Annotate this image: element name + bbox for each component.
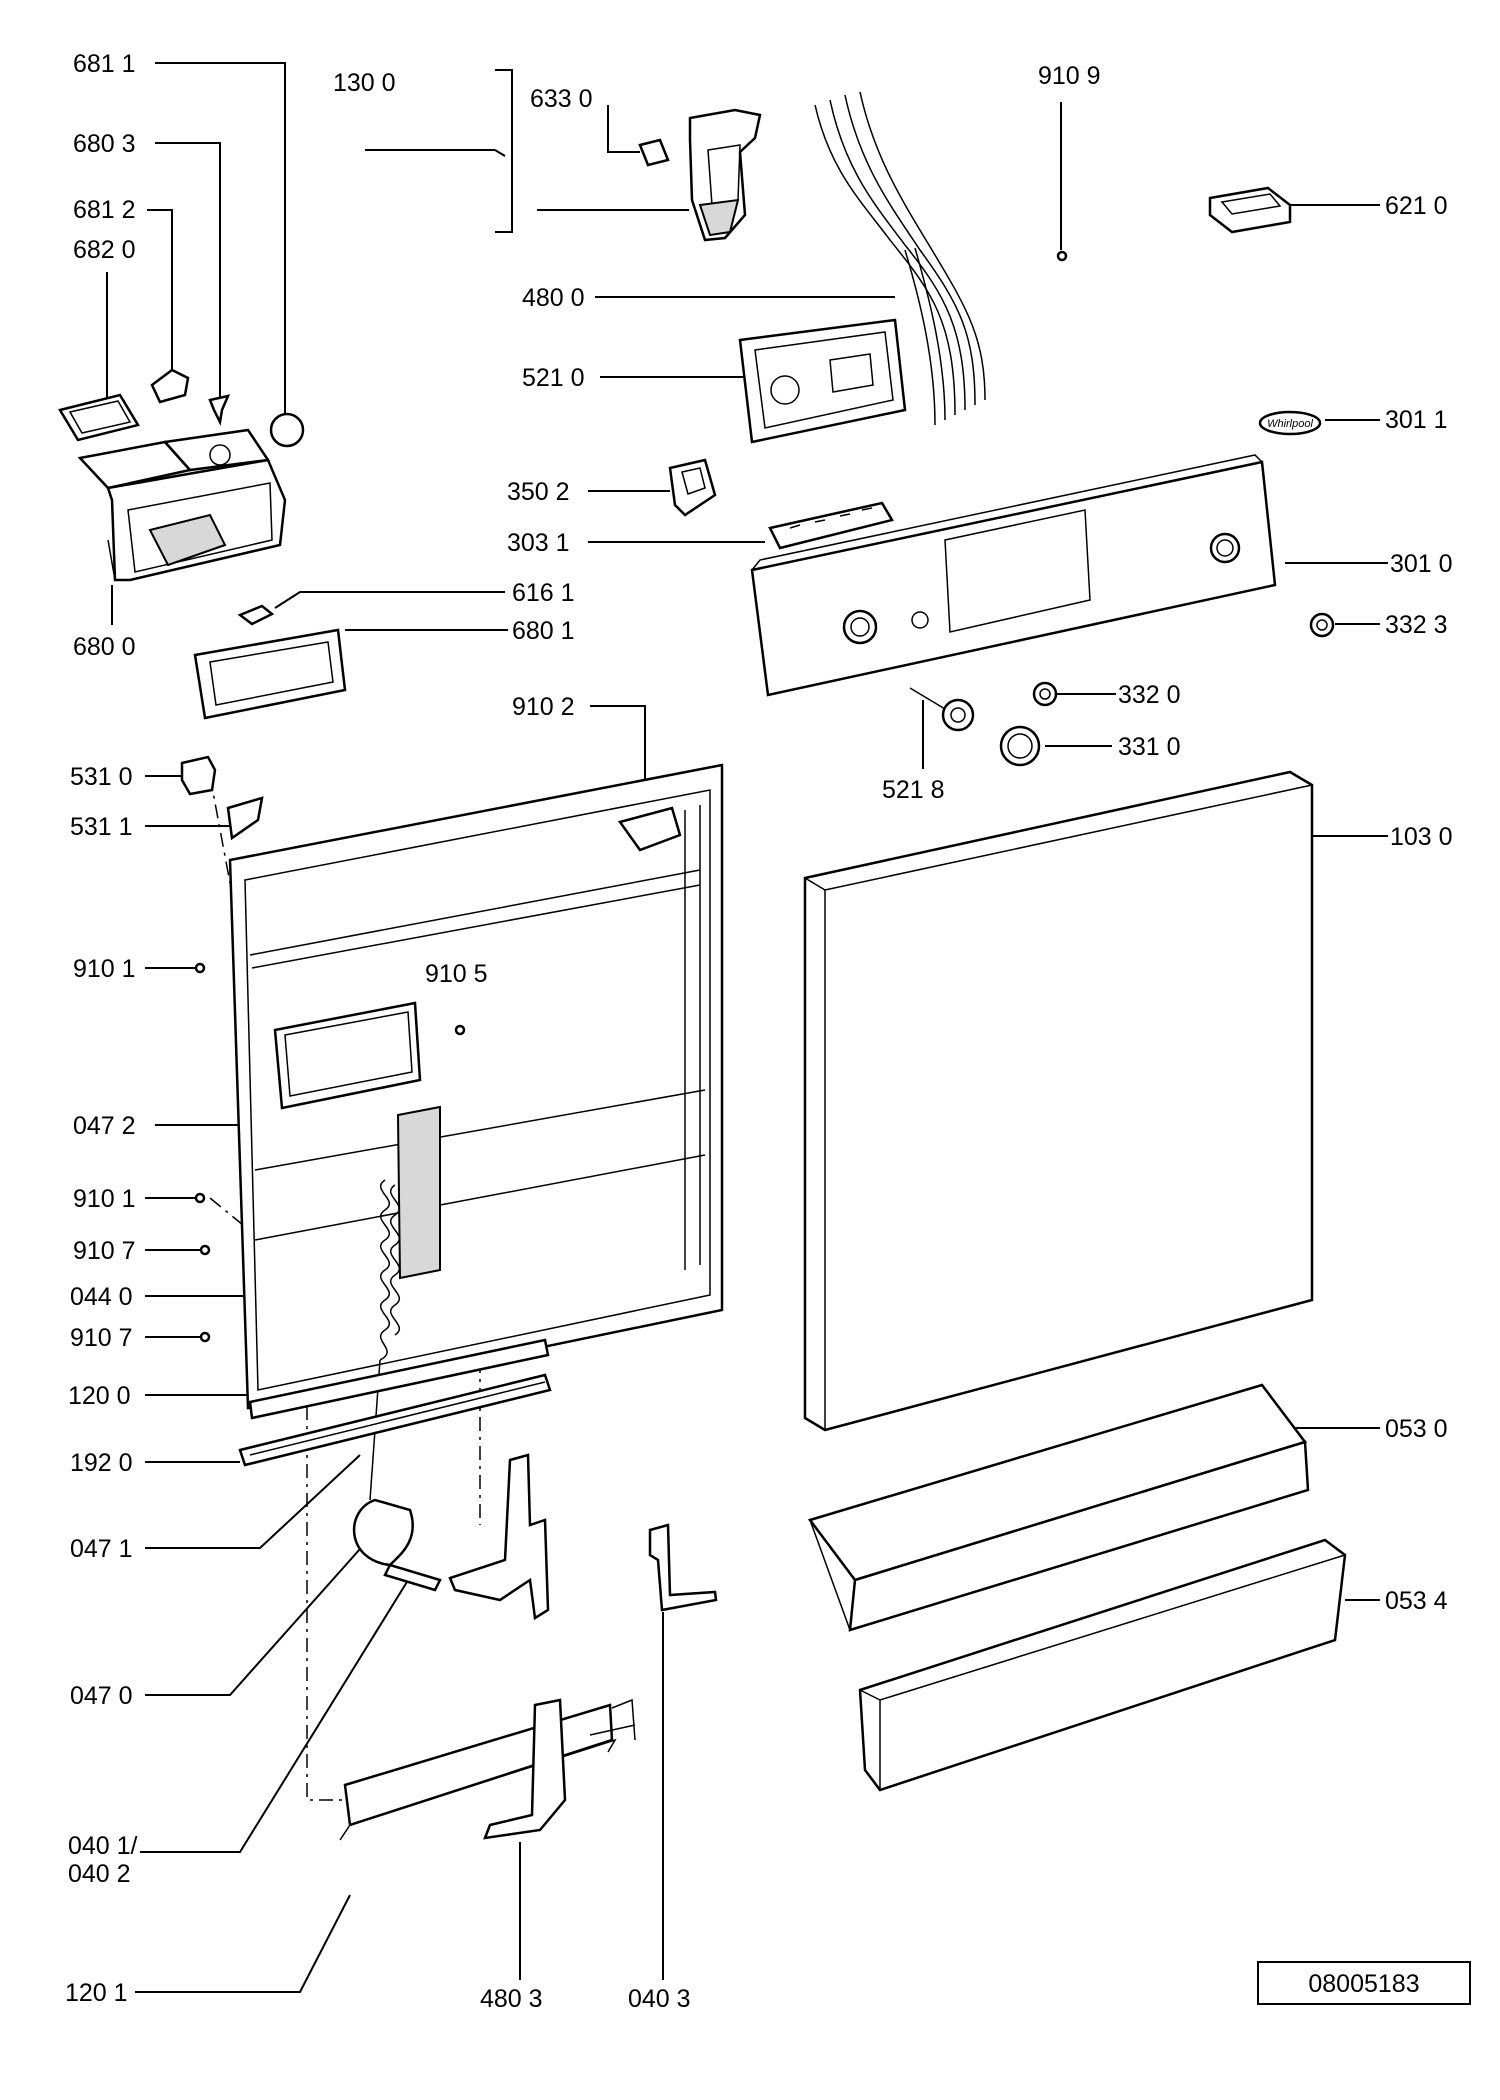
switch-part (668, 458, 717, 517)
callout-label: 040 3 (628, 1985, 691, 2013)
seal-strip (238, 1373, 552, 1467)
clip-part (237, 604, 275, 626)
callout-label: 910 9 (1038, 62, 1101, 90)
detergent-dispenser-assembly (58, 368, 305, 582)
callout-label: 040 1/ (68, 1832, 138, 1860)
drawing-number-box: 08005183 (1257, 1961, 1471, 2005)
callout-label: 120 1 (65, 1979, 128, 2007)
callout-label: 301 0 (1390, 550, 1453, 578)
door-lock-assembly (638, 108, 762, 242)
brand-logo-text: Whirlpool (1267, 418, 1313, 430)
control-panel (750, 454, 1277, 697)
callout-label: 910 1 (73, 955, 136, 983)
callout-label: 531 0 (70, 763, 133, 791)
callout-label: 910 1 (73, 1185, 136, 1213)
callout-label: 192 0 (70, 1449, 133, 1477)
rotary-switch-part (909, 687, 975, 732)
callout-label: 047 0 (70, 1682, 133, 1710)
callout-label: 040 2 (68, 1860, 131, 1888)
callout-label: 680 1 (512, 617, 575, 645)
callout-label: 044 0 (70, 1283, 133, 1311)
callout-label: 120 0 (68, 1382, 131, 1410)
wire-harness (814, 91, 986, 426)
callout-label: 331 0 (1118, 733, 1181, 761)
ring-knob-part (999, 725, 1041, 767)
button-cap-part (1032, 681, 1058, 707)
callout-label: 047 2 (73, 1112, 136, 1140)
callout-label: 480 3 (480, 1985, 543, 2013)
bracket-part (226, 796, 264, 841)
callout-label: 680 0 (73, 633, 136, 661)
callout-labels: 681 1 680 3 681 2 682 0 680 0 130 0 633 … (65, 50, 1453, 2013)
callout-label: 103 0 (1390, 823, 1453, 851)
callout-label: 910 2 (512, 693, 575, 721)
hinge-lever-parts (352, 1453, 550, 1621)
brand-badge: Whirlpool (1258, 410, 1322, 436)
inner-door-panel (194, 763, 724, 1410)
callout-label: 682 0 (73, 236, 136, 264)
callout-label: 303 1 (507, 529, 570, 557)
callout-label: 053 0 (1385, 1415, 1448, 1443)
bracket-part (180, 755, 217, 796)
control-board (738, 318, 907, 444)
dispenser-gasket (193, 628, 347, 720)
callout-label: 521 8 (882, 776, 945, 804)
callout-label: 633 0 (530, 85, 593, 113)
callout-label: 480 0 (522, 284, 585, 312)
outer-door-panel (803, 770, 1314, 1432)
bracket-part (483, 1698, 567, 1840)
callout-label: 301 1 (1385, 406, 1448, 434)
callout-label: 531 1 (70, 813, 133, 841)
knob-part (1309, 612, 1335, 638)
callout-label: 910 7 (73, 1237, 136, 1265)
hinge-strip (248, 1338, 550, 1420)
callout-label: 332 3 (1385, 611, 1448, 639)
callout-label: 621 0 (1385, 192, 1448, 220)
bracket-part (648, 1523, 718, 1612)
callout-label: 910 5 (425, 960, 488, 988)
callout-label: 130 0 (333, 69, 396, 97)
callout-label: 053 4 (1385, 1587, 1448, 1615)
drawing-number: 08005183 (1308, 1970, 1419, 1998)
callout-label: 680 3 (73, 130, 136, 158)
kick-panel (807, 1383, 1310, 1632)
button-strip (768, 501, 894, 550)
callout-label: 910 7 (70, 1324, 133, 1352)
callout-label: 350 2 (507, 478, 570, 506)
callout-label: 681 2 (73, 196, 136, 224)
bottom-rail (339, 1698, 636, 1841)
module-part (1208, 186, 1292, 234)
callout-label: 616 1 (512, 579, 575, 607)
callout-label: 047 1 (70, 1535, 133, 1563)
screw-part (1056, 250, 1068, 262)
callout-label: 332 0 (1118, 681, 1181, 709)
callout-label: 681 1 (73, 50, 136, 78)
toe-board (858, 1538, 1347, 1792)
callout-label: 521 0 (522, 364, 585, 392)
